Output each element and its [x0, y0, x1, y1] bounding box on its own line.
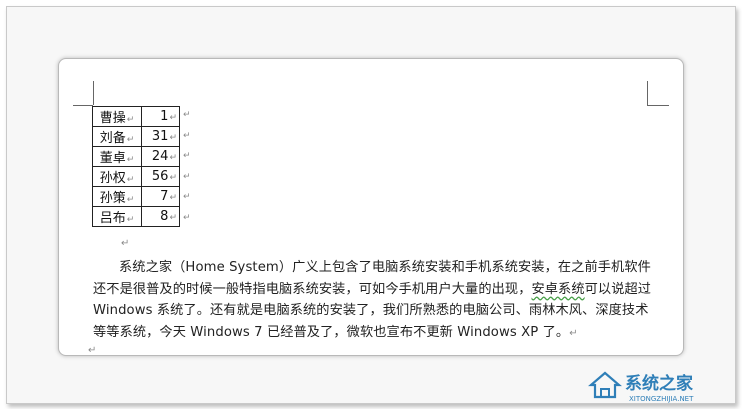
margin-corner-top-right-horizontal — [647, 105, 669, 106]
name-value-table[interactable]: 曹操↵1↵刘备↵31↵董卓↵24↵孙权↵56↵孙策↵7↵吕布↵8↵ — [92, 106, 180, 227]
watermark-logo: 系统之家 XITONGZHIJIA.NET — [585, 361, 735, 405]
body-text-start: 系统之家（Home System）广义上包含了电脑系统安装和手机系统安装，在之前… — [93, 260, 651, 297]
spellcheck-highlighted-text: 安卓系统 — [531, 281, 585, 297]
row-end-mark: ↵ — [183, 212, 191, 223]
margin-corner-top-left-vertical — [93, 81, 94, 105]
margin-corner-top-left-horizontal — [73, 105, 93, 106]
value-text: 1 — [160, 109, 169, 124]
body-text-end: 可以说超过 Windows 系统了。还有就是电脑系统的安装了，我们所熟悉的电脑公… — [93, 281, 652, 340]
cell-end-mark: ↵ — [126, 155, 135, 165]
value-text: 24 — [151, 149, 169, 164]
row-end-mark: ↵ — [183, 151, 191, 161]
value-cell[interactable]: 56↵ — [141, 166, 180, 187]
cell-end-mark: ↵ — [169, 193, 177, 203]
cell-end-mark: ↵ — [169, 173, 177, 183]
name-text: 孙权 — [99, 171, 126, 186]
watermark-logo-subtext: XITONGZHIJIA.NET — [629, 395, 694, 403]
table-row: 孙策↵7↵ — [92, 186, 180, 207]
paragraph-end-mark: ↵ — [569, 327, 578, 339]
cell-end-mark: ↵ — [169, 213, 177, 223]
row-end-mark: ↵ — [183, 171, 191, 182]
watermark-logo-graphic: 系统之家 XITONGZHIJIA.NET — [588, 371, 694, 403]
watermark-logo-text: 系统之家 — [625, 373, 693, 394]
document-page: 曹操↵1↵刘备↵31↵董卓↵24↵孙权↵56↵孙策↵7↵吕布↵8↵ ↵ 系统之家… — [58, 58, 684, 356]
value-cell[interactable]: 24↵ — [141, 146, 180, 167]
empty-paragraph-mark: ↵ — [121, 238, 130, 249]
name-cell[interactable]: 吕布↵ — [92, 206, 142, 227]
table-row: 吕布↵8↵ — [92, 206, 180, 227]
name-cell[interactable]: 曹操↵ — [92, 106, 142, 127]
name-text: 曹操 — [99, 111, 126, 126]
value-text: 56 — [151, 169, 169, 184]
value-text: 8 — [160, 209, 169, 224]
value-text: 31 — [151, 129, 169, 144]
name-cell[interactable]: 孙策↵ — [92, 186, 142, 207]
body-paragraph[interactable]: 系统之家（Home System）广义上包含了电脑系统安装和手机系统安装，在之前… — [93, 257, 657, 344]
margin-corner-top-right-vertical — [647, 81, 648, 105]
value-cell[interactable]: 8↵ — [141, 206, 180, 227]
name-text: 孙策 — [99, 191, 126, 206]
value-text: 7 — [160, 189, 169, 204]
name-text: 董卓 — [99, 151, 126, 166]
cell-end-mark: ↵ — [126, 135, 135, 145]
name-text: 刘备 — [99, 131, 126, 146]
value-cell[interactable]: 31↵ — [141, 126, 180, 147]
cell-end-mark: ↵ — [169, 153, 177, 163]
table-row: 刘备↵31↵ — [92, 126, 180, 147]
table-row: 曹操↵1↵ — [92, 106, 180, 127]
cell-end-mark: ↵ — [126, 195, 135, 205]
cell-end-mark: ↵ — [169, 113, 177, 123]
cell-end-mark: ↵ — [169, 133, 177, 143]
value-cell[interactable]: 1↵ — [141, 106, 180, 127]
name-text: 吕布 — [99, 211, 126, 226]
cell-end-mark: ↵ — [126, 115, 135, 125]
house-icon — [588, 371, 622, 399]
cell-end-mark: ↵ — [126, 215, 135, 225]
name-cell[interactable]: 孙权↵ — [92, 166, 142, 187]
trailing-paragraph-mark: ↵ — [88, 345, 97, 356]
row-end-mark: ↵ — [183, 192, 191, 202]
value-cell[interactable]: 7↵ — [141, 186, 180, 207]
row-end-mark: ↵ — [183, 110, 191, 120]
name-cell[interactable]: 刘备↵ — [92, 126, 142, 147]
table-row: 董卓↵24↵ — [92, 146, 180, 167]
table-row: 孙权↵56↵ — [92, 166, 180, 187]
row-end-mark: ↵ — [183, 130, 191, 141]
cell-end-mark: ↵ — [126, 175, 135, 185]
name-cell[interactable]: 董卓↵ — [92, 146, 142, 167]
